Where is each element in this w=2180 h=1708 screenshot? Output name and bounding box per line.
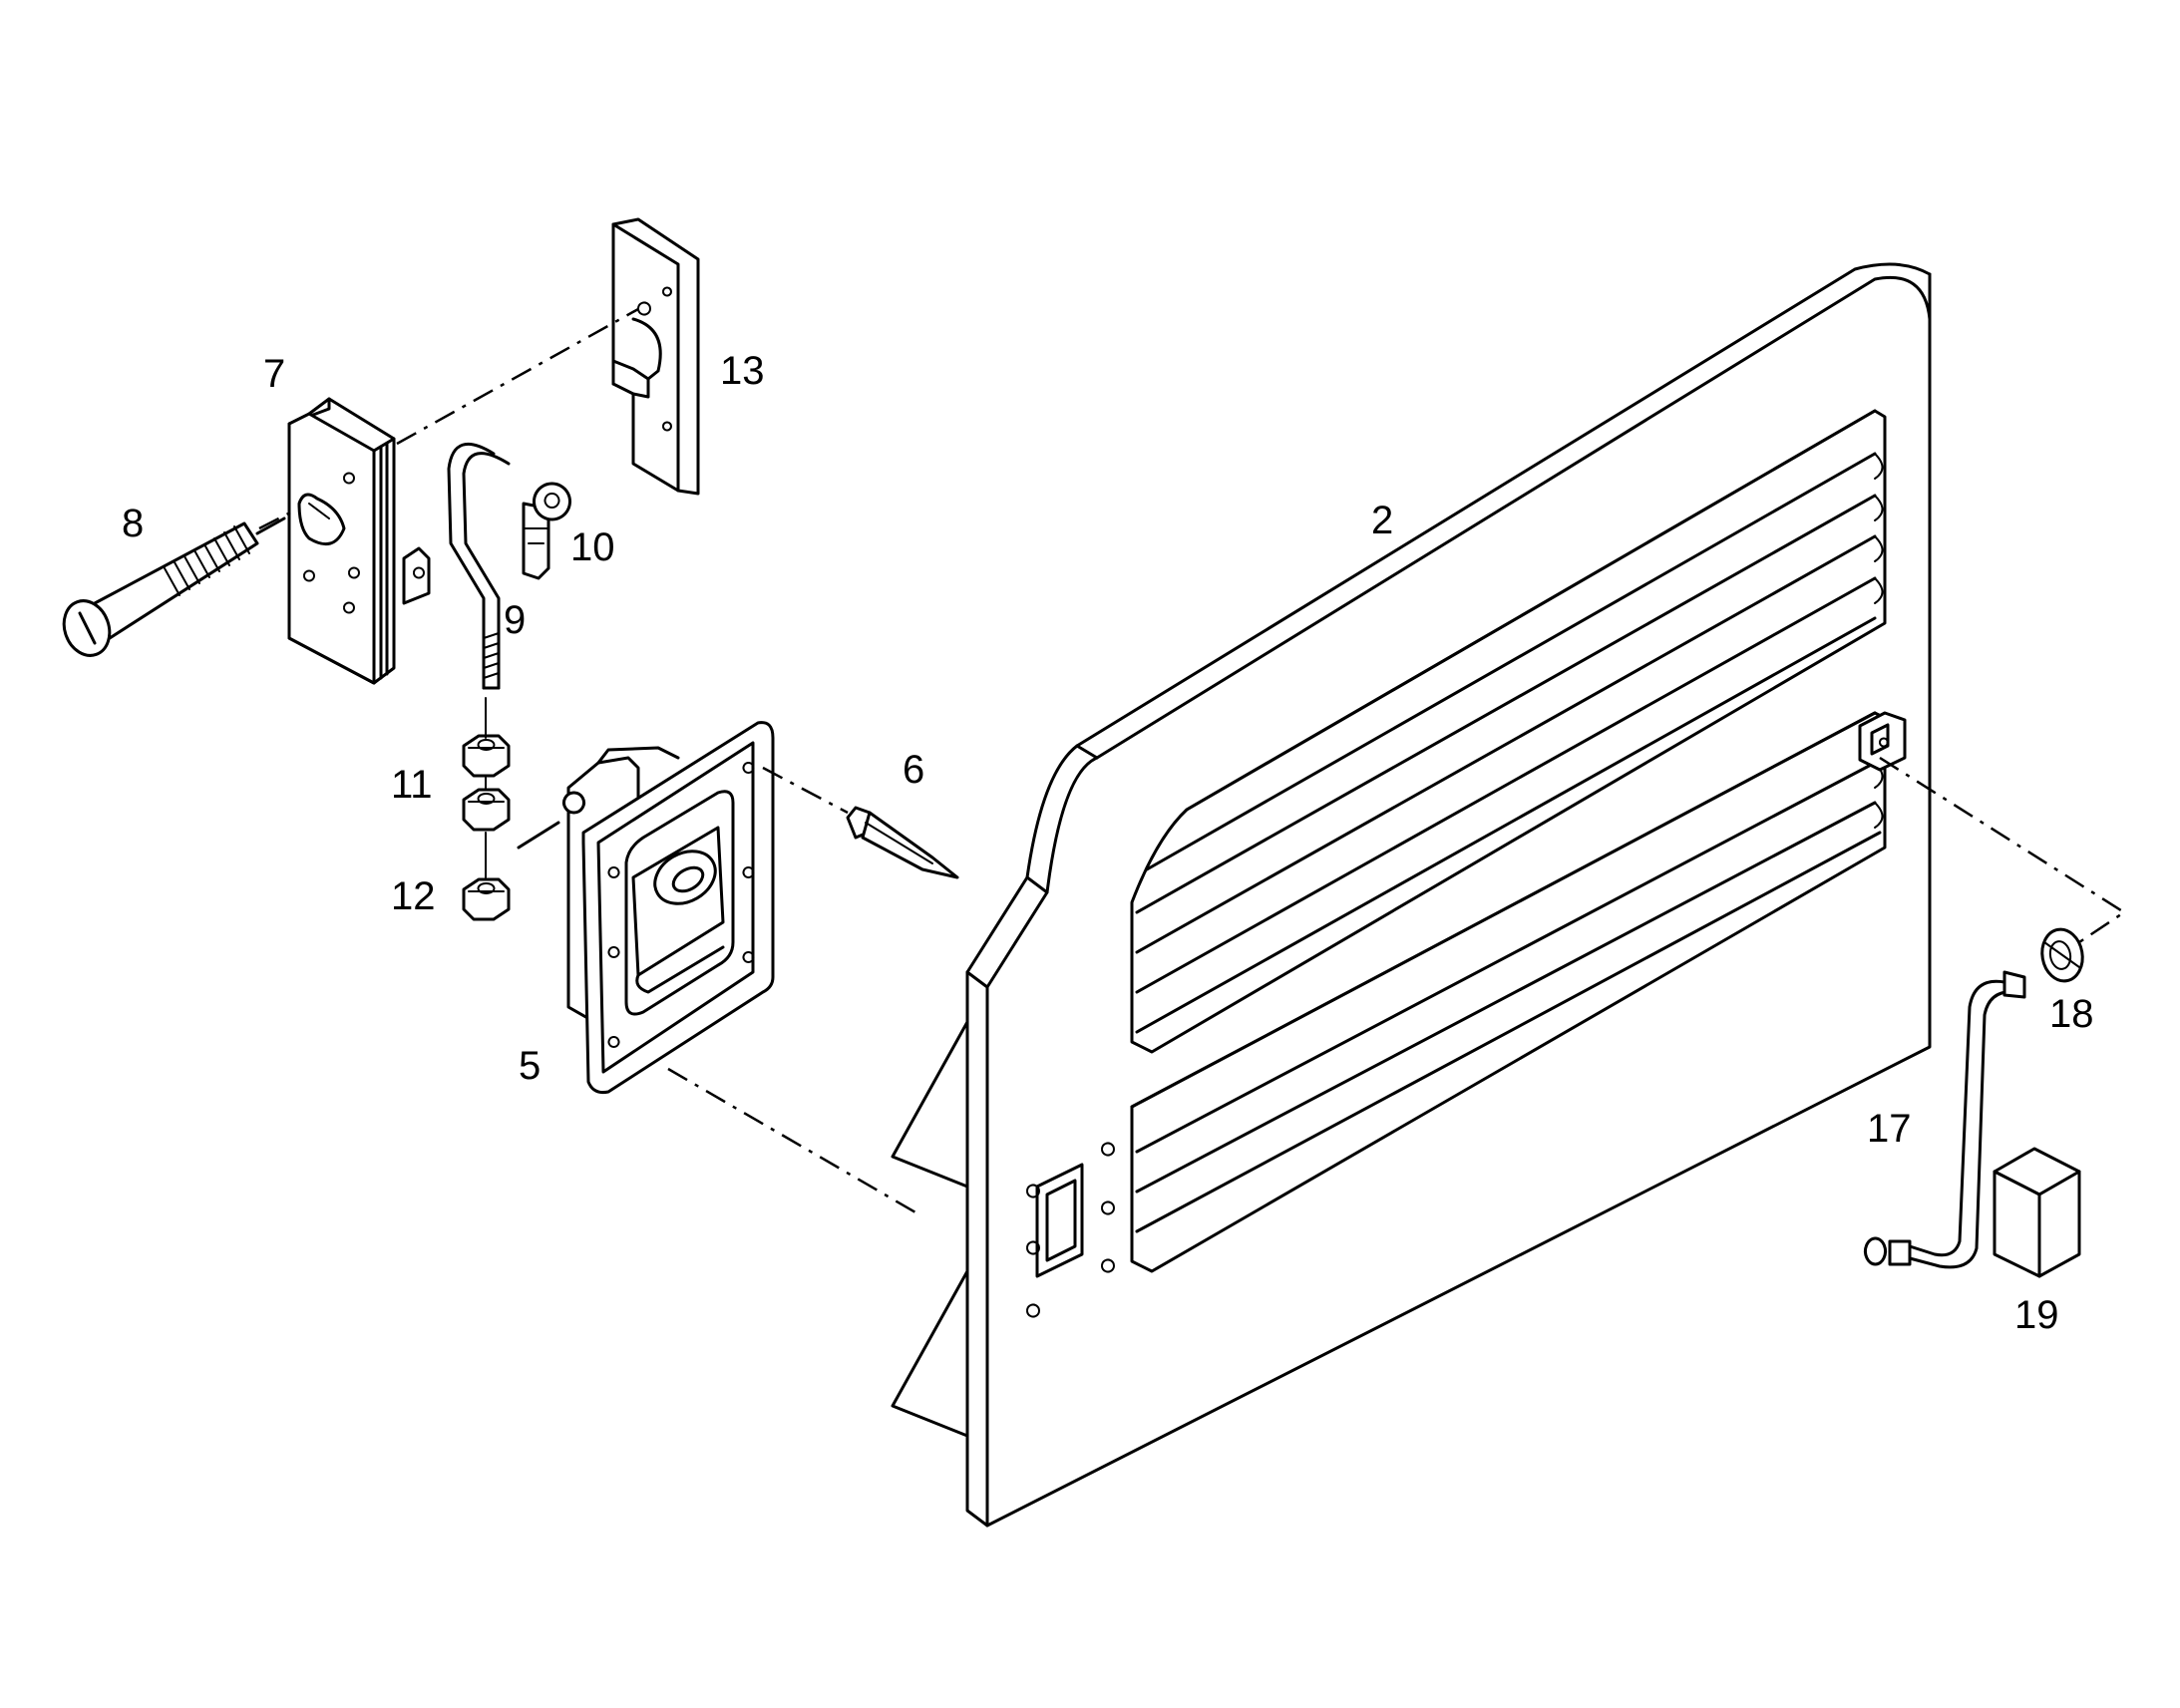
part-11-nut-upper [462,734,511,778]
callout-8: 8 [122,502,144,545]
dash-latch-to-striker [396,307,639,446]
callout-19: 19 [2014,1293,2059,1337]
part-2-side-panel [965,262,1932,1528]
part-13-striker-plate [611,217,700,496]
callout-6: 6 [903,748,924,792]
part-17-rod-handle [1864,970,2026,1269]
callout-18: 18 [2049,992,2094,1036]
callout-9: 9 [504,598,526,642]
part-11-nut-lower [462,788,511,832]
dash-screw-to-latch [258,509,295,530]
nut-to-handle-leader [517,821,560,850]
part-8-screw [62,516,286,657]
part-19-block [1993,1147,2081,1278]
part-5-handle-latch [562,721,775,1094]
part-6-pin [846,806,959,879]
callout-12: 12 [391,874,436,918]
panel-leader-upper [891,1020,969,1189]
part-7-latch-body [287,397,431,685]
part-18-washer [2040,927,2084,983]
callout-2: 2 [1371,499,1393,542]
part-10-clip [522,482,571,580]
callout-10: 10 [570,525,615,569]
part-9-rod [447,443,511,690]
panel-leader-lower [891,1269,969,1438]
callout-5: 5 [519,1044,541,1088]
part-12-nut [462,877,511,921]
dash-handle-to-panel [667,1067,923,1218]
callout-11: 11 [391,763,433,807]
callout-7: 7 [263,352,285,396]
callout-13: 13 [720,349,765,393]
dash-bracket-to-knob [1879,756,2127,944]
callout-17: 17 [1867,1107,1912,1151]
dash-latch-to-pin [762,766,849,815]
